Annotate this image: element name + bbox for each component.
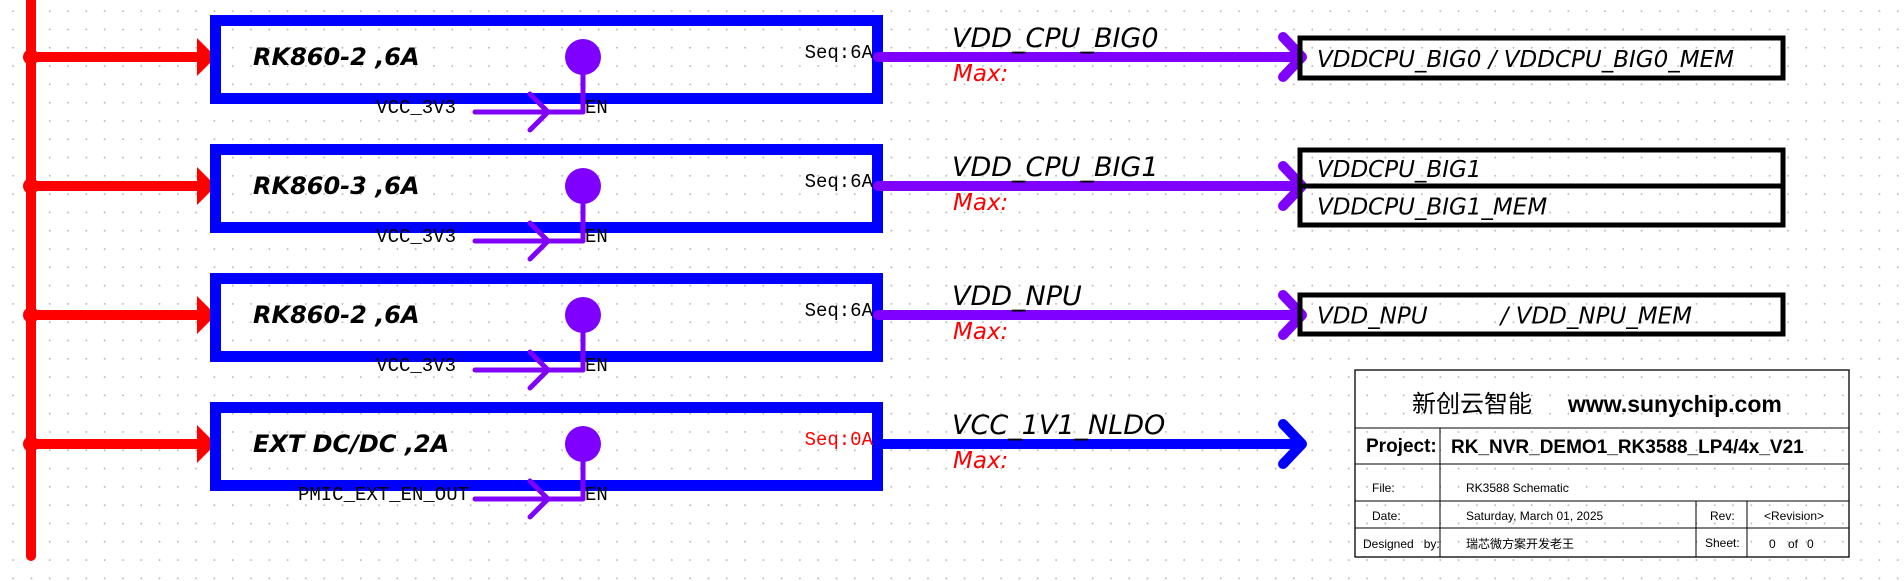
max-current-label: Max: [953, 448, 1008, 474]
regulator-label: RK860-2 ,6A [253, 301, 420, 329]
regulator-row: RK860-3 ,6A Seq:6A VCC_3V3 EN VDD_CPU_BIG1Ma… [23, 144, 1786, 262]
max-current-label: Max: [953, 61, 1008, 87]
net-name-label: VDD_CPU_BIG1 [952, 152, 1159, 183]
input-arrow-icon [197, 296, 216, 334]
off-page-port-label: VDDCPU_BIG1 [1317, 157, 1481, 183]
sequence-label: Seq:0A [805, 429, 874, 451]
net-name-label: VDD_CPU_BIG0 [952, 23, 1159, 54]
enable-source-label: VCC_3V3 [376, 226, 456, 248]
sheet-of: of [1788, 537, 1799, 551]
sequence-label: Seq:6A [805, 171, 874, 193]
company-name-cn: 新创云智能 [1412, 390, 1532, 418]
project-value: RK_NVR_DEMO1_RK3588_LP4/4x_V21 [1451, 437, 1804, 458]
max-current-label: Max: [953, 190, 1008, 216]
input-arrow-icon [197, 38, 216, 76]
enable-arrow-icon [527, 349, 552, 391]
regulator-row: RK860-2 ,6A Seq:6A VCC_3V3 EN VDD_CPU_BIG0Ma… [23, 15, 1786, 133]
regulator-row: EXT DC/DC ,2A Seq:0A PMIC_EXT_EN_OUT EN VCC_… [23, 402, 1307, 520]
net-name-label: VDD_NPU [952, 281, 1082, 312]
sequence-label: Seq:6A [805, 300, 874, 322]
project-label: Project: [1366, 436, 1437, 457]
designed-by-value: 瑞芯微方案开发老王 [1466, 536, 1574, 551]
input-arrow-icon [197, 167, 216, 205]
file-value: RK3588 Schematic [1466, 481, 1569, 495]
file-label: File: [1372, 481, 1395, 495]
enable-arrow-icon [527, 478, 552, 520]
regulator-label: RK860-2 ,6A [253, 43, 420, 71]
enable-source-label: VCC_3V3 [376, 355, 456, 377]
regulator-label: EXT DC/DC ,2A [253, 430, 449, 458]
off-page-port-label: VDDCPU_BIG0 / VDDCPU_BIG0_MEM [1317, 47, 1734, 73]
input-arrow-icon [197, 425, 216, 463]
enable-pin-label: EN [585, 97, 608, 119]
net-name-label: VCC_1V1_NLDO [952, 410, 1165, 441]
enable-arrow-icon [527, 220, 552, 262]
date-value: Saturday, March 01, 2025 [1466, 509, 1604, 523]
enable-pin-label: EN [585, 226, 608, 248]
off-page-port-label: VDDCPU_BIG1_MEM [1317, 195, 1547, 221]
max-current-label: Max: [953, 319, 1008, 345]
title-block: 新创云智能 www.sunychip.com Project: RK_NVR_D… [1354, 369, 1850, 558]
regulator-row: RK860-2 ,6A Seq:6A VCC_3V3 EN VDD_NPU Max: VDD… [23, 273, 1786, 391]
enable-pin-label: EN [585, 355, 608, 377]
sheet-total: 0 [1807, 537, 1814, 551]
enable-pin-label: EN [585, 484, 608, 506]
date-label: Date: [1372, 509, 1401, 523]
off-page-port-box[interactable] [1297, 183, 1786, 228]
sheet-label: Sheet: [1705, 536, 1740, 550]
company-url[interactable]: www.sunychip.com [1567, 391, 1782, 417]
rev-value: <Revision> [1764, 509, 1824, 523]
enable-source-label: PMIC_EXT_EN_OUT [298, 484, 469, 506]
sequence-label: Seq:6A [805, 42, 874, 64]
output-arrow-icon [1278, 419, 1307, 469]
off-page-port-box[interactable] [1297, 292, 1786, 337]
rev-label: Rev: [1710, 509, 1735, 523]
off-page-port-label: VDD_NPU / VDD_NPU_MEM [1317, 304, 1692, 330]
designed-by-label: Designed by: [1363, 537, 1440, 551]
regulator-label: RK860-3 ,6A [253, 172, 420, 200]
enable-source-label: VCC_3V3 [376, 97, 456, 119]
sheet-number: 0 [1769, 537, 1776, 551]
off-page-port-box[interactable] [1297, 35, 1786, 81]
enable-arrow-icon [527, 91, 552, 133]
